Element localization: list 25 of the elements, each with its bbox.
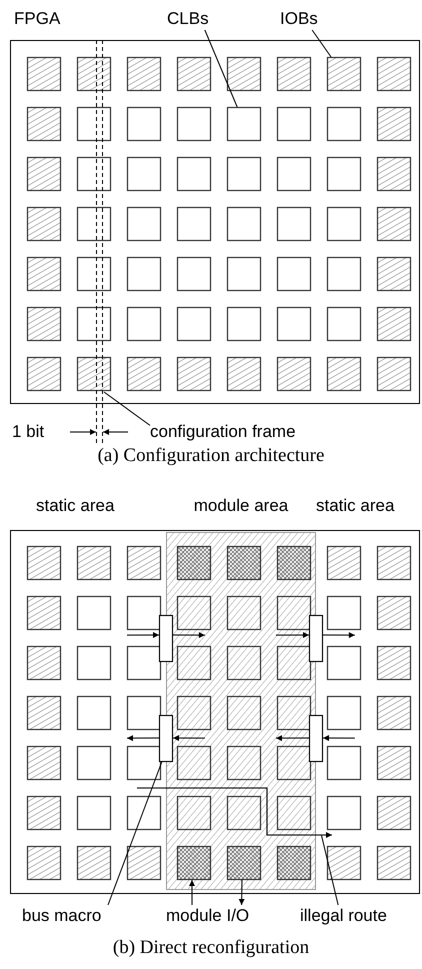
figure-caption: (a) Configuration architecture [96,444,326,468]
arrow [322,632,356,638]
callout-label: module I/O [166,905,250,927]
arrow [172,632,206,638]
callout-label: illegal route [300,905,387,927]
dimension-label: 1 bit [12,421,44,443]
arrow [238,880,245,906]
leader-line [312,30,332,58]
arrow [322,735,356,742]
area-label: static area [36,495,114,517]
area-label: static area [316,495,394,517]
callout-label: configuration frame [150,421,296,443]
leader-line [104,392,150,426]
callout-label: CLBs [167,8,209,30]
leader-line [108,762,162,906]
arrow [275,735,310,742]
figure-caption: (b) Direct reconfiguration [112,936,310,960]
callout-label: IOBs [280,8,318,30]
callout-label: bus macro [22,905,102,927]
arrow [275,632,310,638]
chip-label: FPGA [14,8,60,30]
leader-line [204,30,238,108]
leader-line [320,834,339,906]
arrow [126,735,160,742]
arrow [188,880,195,906]
